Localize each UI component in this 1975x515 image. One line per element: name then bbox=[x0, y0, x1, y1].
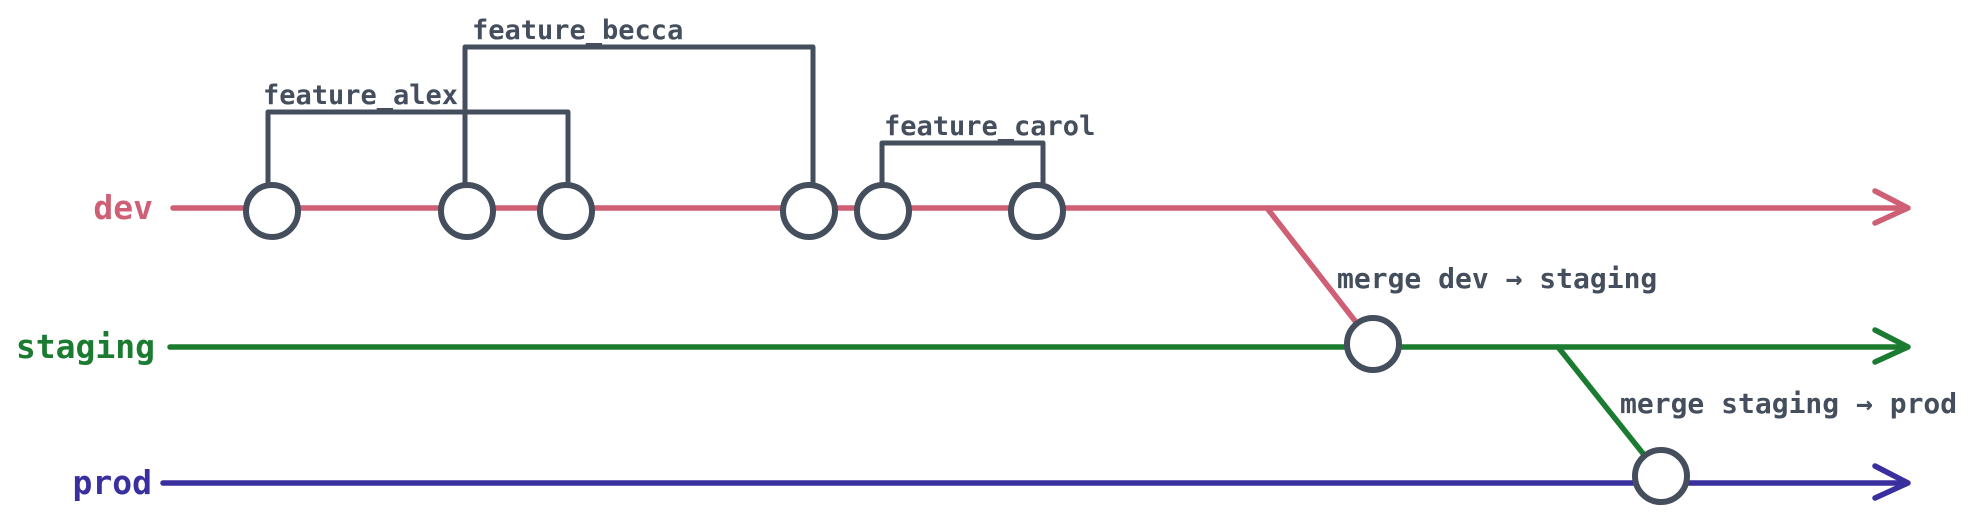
merge-label-0: merge dev → staging bbox=[1337, 262, 1657, 295]
feature-span-label-1: feature_becca bbox=[472, 15, 683, 46]
feature-span-label-0: feature_alex bbox=[263, 80, 458, 111]
arrowhead-icon-dev bbox=[1872, 188, 1911, 226]
arrowhead-icon-prod bbox=[1872, 463, 1911, 501]
merge-label-1: merge staging → prod bbox=[1620, 387, 1957, 420]
feature-bracket-2 bbox=[879, 140, 1046, 190]
feature-bracket-0 bbox=[265, 109, 571, 190]
branch-label-staging: staging bbox=[16, 327, 155, 366]
branch-label-dev: dev bbox=[93, 188, 153, 227]
dev-commit-node-5 bbox=[854, 182, 912, 240]
dev-commit-node-6 bbox=[1008, 182, 1066, 240]
dev-commit-node-2 bbox=[438, 182, 496, 240]
feature-bracket-1 bbox=[462, 44, 816, 190]
branch-label-prod: prod bbox=[73, 463, 152, 502]
arrowhead-icon-staging bbox=[1872, 327, 1911, 365]
dev-commit-node-1 bbox=[243, 182, 301, 240]
dev-commit-node-4 bbox=[780, 182, 838, 240]
feature-span-label-2: feature_carol bbox=[884, 111, 1095, 142]
merge-commit-node-staging bbox=[1344, 315, 1402, 373]
merge-commit-node-prod bbox=[1632, 447, 1690, 505]
dev-commit-node-3 bbox=[537, 182, 595, 240]
